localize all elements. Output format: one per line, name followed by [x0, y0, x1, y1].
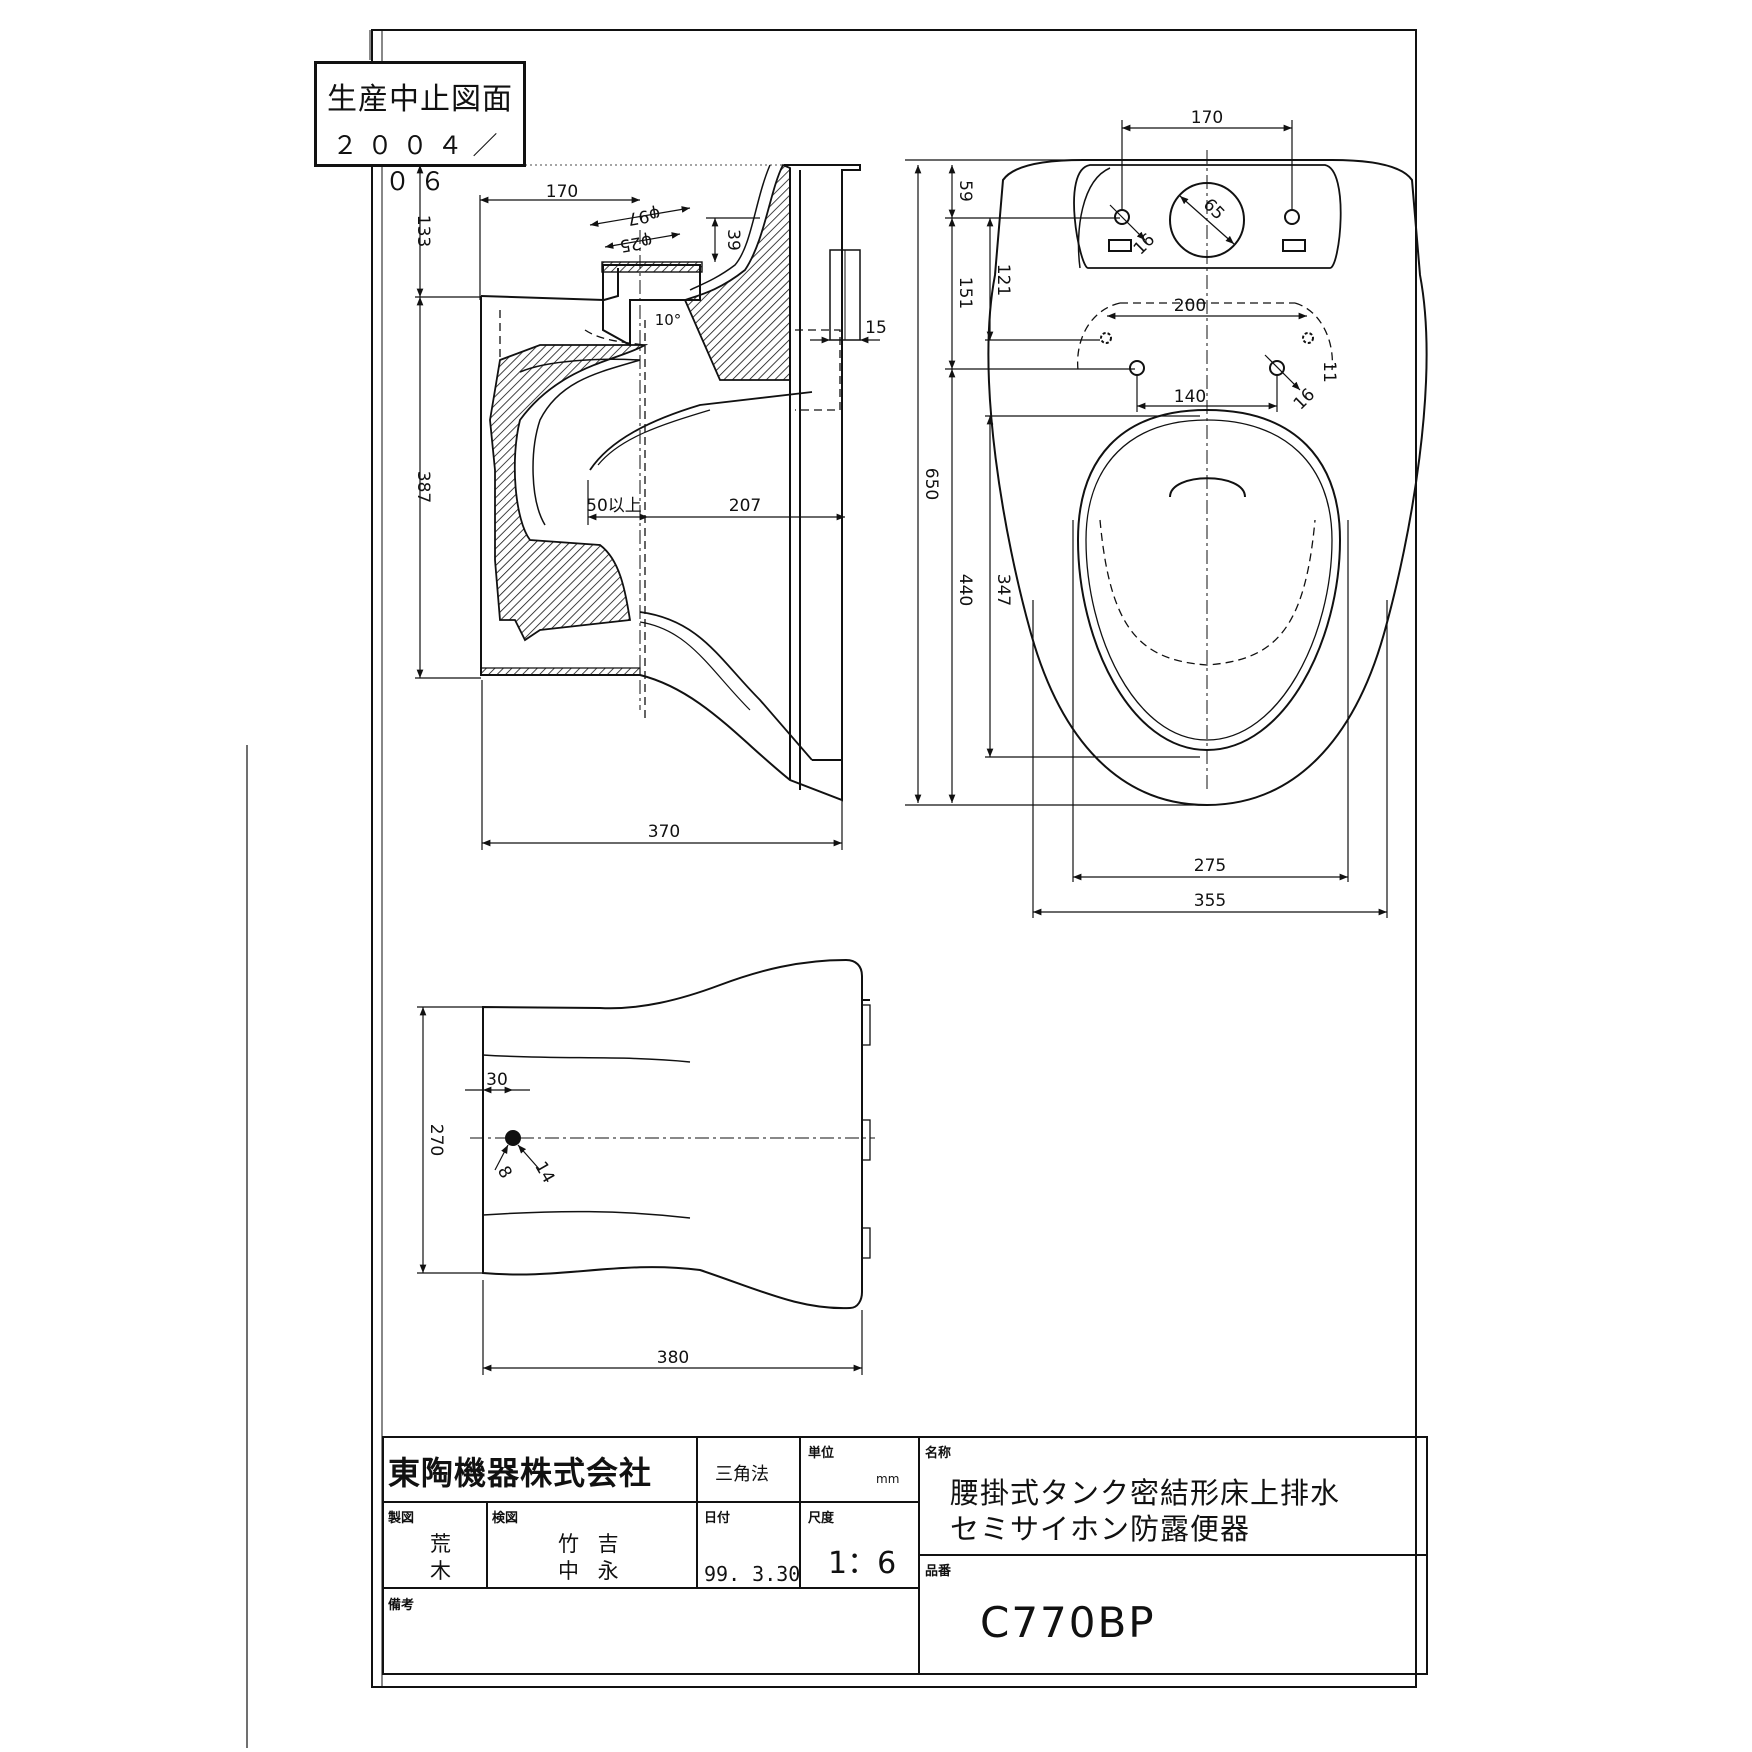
sheet-frame	[246, 29, 1417, 1748]
bolt-hole-right	[1284, 209, 1300, 225]
dim-plan-16b: 16	[1290, 385, 1319, 414]
dim-side-207: 207	[729, 496, 761, 516]
side-view-dimensions	[410, 164, 880, 850]
unit-value: mm	[876, 1472, 900, 1486]
dim-plan-650: 650	[921, 468, 941, 500]
bottom-view-dimensions	[417, 1006, 863, 1375]
dim-side-370: 370	[648, 822, 680, 842]
dim-plan-170: 170	[1191, 108, 1223, 128]
bottom-view	[470, 958, 875, 1310]
checked-by-1: 竹 吉	[558, 1532, 625, 1556]
dim-side-97: φ97	[626, 203, 662, 228]
dim-side-39: 39	[723, 229, 743, 251]
bowl-outline	[987, 159, 1428, 807]
drawn-label: 製図	[388, 1511, 415, 1526]
side-section-view	[480, 163, 861, 802]
dim-side-133: 133	[413, 215, 433, 247]
checked-by-2: 中 永	[558, 1559, 625, 1583]
part-label: 品番	[925, 1564, 952, 1579]
scale-value: 1：6	[828, 1546, 897, 1581]
dim-plan-16a: 16	[1130, 230, 1159, 259]
stamp-date: ２００４／０６	[332, 131, 508, 196]
dim-side-10: 10°	[655, 311, 682, 329]
dim-bottom-30: 30	[486, 1070, 508, 1090]
dim-plan-121: 121	[993, 264, 1013, 296]
fixing-hole	[505, 1130, 521, 1146]
base-outline	[482, 958, 863, 1310]
drawn-by-2: 木	[430, 1559, 451, 1583]
rim-outline	[784, 164, 861, 800]
drawn-by-1: 荒	[430, 1532, 451, 1556]
tank-mount-plate	[1073, 164, 1342, 269]
dim-plan-275: 275	[1194, 856, 1226, 876]
dim-plan-355: 355	[1194, 891, 1226, 911]
dim-bottom-8: 8	[493, 1163, 516, 1182]
dim-plan-65: 65	[1199, 195, 1228, 224]
title-block-grid	[382, 1436, 1428, 1675]
unit-label: 単位	[808, 1446, 835, 1461]
seat-opening	[1076, 408, 1342, 752]
dim-bottom-14: 14	[530, 1158, 558, 1187]
company-name: 東陶機器株式会社	[388, 1454, 653, 1492]
dim-plan-200: 200	[1174, 296, 1206, 316]
dim-bottom-270: 270	[426, 1124, 446, 1156]
seat-hole-left	[1129, 360, 1145, 376]
dim-side-15: 15	[865, 318, 887, 338]
date-label: 日付	[704, 1511, 731, 1526]
dim-bottom-380: 380	[657, 1348, 689, 1368]
dim-plan-347: 347	[993, 574, 1013, 606]
product-name-line2: セミサイホン防露便器	[950, 1512, 1251, 1546]
dim-side-387: 387	[413, 471, 433, 503]
seat-hole-right	[1269, 360, 1285, 376]
part-number: C770BP	[980, 1598, 1156, 1647]
name-label: 名称	[925, 1446, 952, 1461]
trap-section	[489, 344, 649, 642]
stamp-title: 生産中止図面	[327, 82, 513, 117]
plan-view	[987, 150, 1428, 807]
dim-plan-151: 151	[955, 277, 975, 309]
scale-label: 尺度	[808, 1511, 835, 1526]
dim-side-25: φ25	[618, 230, 654, 255]
remarks-label: 備考	[388, 1598, 415, 1613]
product-name-line1: 腰掛式タンク密結形床上排水	[950, 1476, 1341, 1510]
projection-method: 三角法	[715, 1464, 769, 1485]
dim-side-50: 50以上	[586, 496, 642, 516]
dim-plan-440: 440	[955, 574, 975, 606]
dim-plan-11: 11	[1319, 361, 1339, 383]
date-value: 99. 3.30	[704, 1562, 801, 1586]
dim-plan-140: 140	[1174, 387, 1206, 407]
discontinued-stamp: 生産中止図面 ２００４／０６	[314, 61, 526, 196]
dim-plan-59: 59	[955, 180, 975, 202]
dim-side-170: 170	[546, 182, 578, 202]
plan-view-dimensions	[905, 120, 1388, 918]
bowl-interior	[589, 391, 813, 471]
seat-dashed-outline	[1076, 302, 1334, 371]
checked-label: 検図	[492, 1511, 519, 1526]
